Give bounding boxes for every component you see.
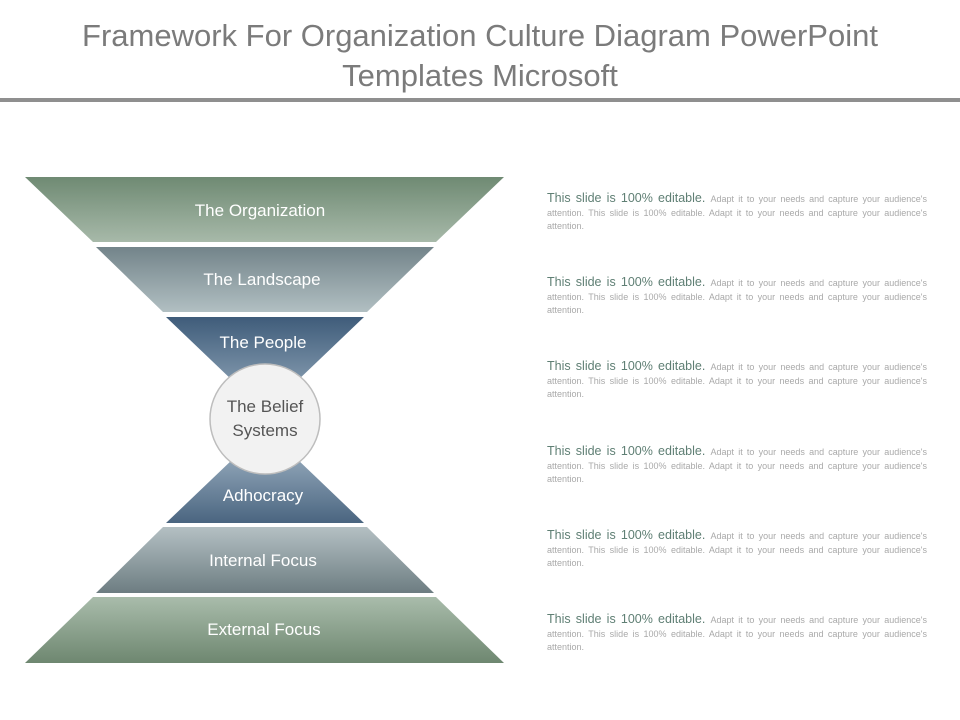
description-lead: This slide is 100% editable.: [547, 528, 711, 542]
slide-title: Framework For Organization Culture Diagr…: [0, 16, 960, 96]
level-people-shape: [166, 317, 364, 382]
description-block: This slide is 100% editable. Adapt it to…: [547, 444, 927, 487]
level-organization-label: The Organization: [195, 201, 325, 220]
belief-systems-label-line-2: Systems: [232, 421, 297, 440]
level-organization-shape: [25, 177, 504, 242]
description-block: This slide is 100% editable. Adapt it to…: [547, 528, 927, 571]
description-lead: This slide is 100% editable.: [547, 444, 711, 458]
description-lead: This slide is 100% editable.: [547, 612, 711, 626]
description-text: Adapt it to your needs and capture your …: [547, 194, 927, 231]
description-block: This slide is 100% editable. Adapt it to…: [547, 359, 927, 402]
level-internal-focus-label: Internal Focus: [209, 551, 317, 570]
description-lead: This slide is 100% editable.: [547, 359, 711, 373]
description-text: Adapt it to your needs and capture your …: [547, 278, 927, 315]
level-adhocracy-label: Adhocracy: [223, 486, 304, 505]
description-text: Adapt it to your needs and capture your …: [547, 447, 927, 484]
title-divider: [0, 98, 960, 102]
slide-title-line-2: Templates Microsoft: [342, 58, 618, 93]
description-block: This slide is 100% editable. Adapt it to…: [547, 612, 927, 655]
level-adhocracy-shape: [166, 458, 364, 523]
description-block: This slide is 100% editable. Adapt it to…: [547, 191, 927, 234]
belief-systems-circle: [209, 363, 321, 475]
level-external-focus-label: External Focus: [207, 620, 320, 639]
description-lead: This slide is 100% editable.: [547, 191, 711, 205]
description-text: Adapt it to your needs and capture your …: [547, 615, 927, 652]
description-lead: This slide is 100% editable.: [547, 275, 711, 289]
level-internal-focus-shape: [96, 527, 434, 593]
description-text: Adapt it to your needs and capture your …: [547, 362, 927, 399]
description-block: This slide is 100% editable. Adapt it to…: [547, 275, 927, 318]
level-people-label: The People: [220, 333, 307, 352]
belief-systems-label-line-1: The Belief: [227, 397, 304, 416]
description-text: Adapt it to your needs and capture your …: [547, 531, 927, 568]
level-landscape-shape: [96, 247, 434, 312]
slide-title-line-1: Framework For Organization Culture Diagr…: [82, 18, 878, 53]
level-landscape-label: The Landscape: [203, 270, 320, 289]
level-external-focus-shape: [25, 597, 504, 663]
